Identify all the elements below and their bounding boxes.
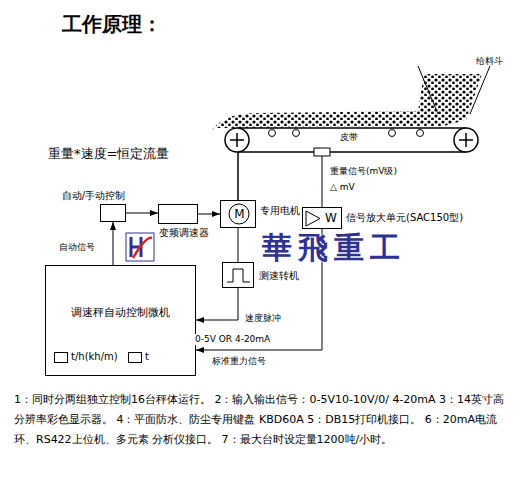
pulley-cross bbox=[230, 133, 244, 147]
node-text: t bbox=[145, 351, 149, 363]
edge-label: 速度脉冲 bbox=[244, 313, 282, 324]
amplifier-triangle bbox=[306, 211, 320, 226]
connector bbox=[196, 288, 238, 320]
node-text: 信号放大单元(SAC150型) bbox=[346, 212, 463, 224]
watermark: 華飛重工 bbox=[262, 230, 406, 266]
idler-roller bbox=[417, 130, 424, 137]
idler-roller bbox=[269, 130, 276, 137]
load-cell bbox=[314, 148, 330, 156]
annotation: 重量*速度=恒定流量 bbox=[48, 146, 169, 162]
display-field: t/h(kh/m) bbox=[54, 352, 68, 363]
connector bbox=[126, 213, 158, 214]
speed-sensor-box: 测速转机 bbox=[222, 262, 254, 288]
diagram-title: 工作原理： bbox=[62, 12, 162, 36]
annotation: 标准重力信号 bbox=[212, 356, 266, 367]
idler-roller bbox=[389, 130, 396, 137]
annotation: 给料斗 bbox=[476, 56, 503, 67]
feature-notes: 1：同时分两组独立控制16台秤体运行。 2：输入输出信号：0-5V10-10V/… bbox=[14, 390, 506, 450]
node-text: W bbox=[325, 211, 337, 225]
control-switch-box: 自动/手动控制 bbox=[100, 204, 126, 222]
inverter-box: 变频调速器 bbox=[158, 204, 198, 224]
amplifier-box: W信号放大单元(SAC150型) bbox=[302, 207, 342, 229]
belt-top bbox=[237, 127, 466, 129]
connector bbox=[113, 222, 114, 265]
company-logo bbox=[126, 233, 154, 261]
motor-box: M专用电机 bbox=[220, 200, 256, 228]
idler-roller bbox=[293, 130, 300, 137]
annotation: 皮带 bbox=[340, 132, 358, 143]
pulley bbox=[454, 128, 478, 152]
signal-wire bbox=[322, 156, 323, 207]
belt-bottom bbox=[237, 151, 466, 153]
node-text: 调速秤自动控制微机 bbox=[46, 306, 195, 319]
controller-box: 调速秤自动控制微机 t/h(kh/m) t bbox=[45, 265, 196, 376]
hopper-wall bbox=[470, 66, 490, 114]
motor-circle bbox=[229, 204, 249, 224]
node-text: t/h(kh/m) bbox=[71, 351, 118, 363]
display-field: t bbox=[128, 352, 142, 363]
connector bbox=[238, 228, 239, 262]
node-text: 测速转机 bbox=[259, 270, 299, 282]
material-heap bbox=[210, 74, 482, 133]
pulse-symbol bbox=[227, 269, 250, 282]
connector bbox=[198, 214, 220, 215]
node-text: M bbox=[233, 207, 246, 221]
node-text: 变频调速器 bbox=[159, 227, 209, 239]
node-text: 专用电机 bbox=[260, 205, 300, 217]
edge-label: 0-5V OR 4-20mA bbox=[194, 334, 271, 345]
annotation: △ mV bbox=[330, 182, 355, 193]
hopper-wall bbox=[418, 66, 438, 114]
edge-label: 自动信号 bbox=[58, 242, 96, 253]
annotation: 重量信号(mV级) bbox=[330, 166, 397, 177]
pulley bbox=[225, 128, 249, 152]
pulse-symbol bbox=[223, 263, 253, 287]
node-text: 自动/手动控制 bbox=[62, 190, 125, 202]
drive-shaft bbox=[237, 152, 239, 200]
pulley-cross bbox=[459, 133, 473, 147]
